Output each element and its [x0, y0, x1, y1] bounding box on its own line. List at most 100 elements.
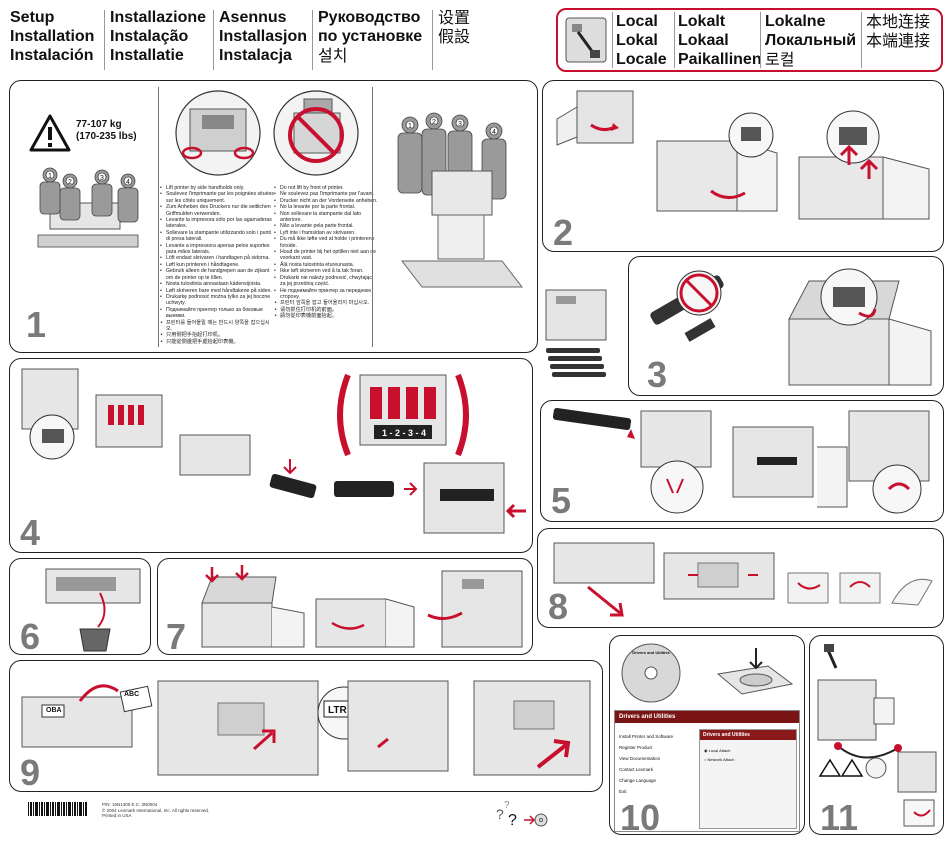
step-6-panel: 6 — [9, 558, 151, 655]
part-number: P/N: 15N1300 E.C. 3N0004 — [102, 802, 158, 807]
cd-title: Drivers and Utilities — [632, 650, 670, 655]
instruction-item: Поднимайте принтер только за боковые вые… — [160, 307, 274, 320]
cartridge-order-label: 1 - 2 - 3 - 4 — [378, 427, 431, 439]
instruction-item: Levante a impressora apenas pelos suport… — [160, 243, 274, 256]
paper-size-label-ltr: LTR — [328, 705, 347, 716]
step-9-panel: OBA ABC LTR 9 — [9, 660, 603, 792]
local-col-1: Local Lokal Locale — [616, 12, 667, 69]
menu-item-exit[interactable]: Exit — [619, 789, 627, 794]
header-title: 假設 — [438, 27, 471, 46]
instruction-item: 只用侧把手抬起打印机。 — [160, 332, 274, 339]
menu-item-documentation[interactable]: View Documentation — [619, 756, 661, 761]
instruction-item: Não a levante pela parte frontal. — [274, 223, 378, 230]
instruction-item: 프린터 앞쪽을 잡고 들어올리지 마십시오. — [274, 300, 378, 307]
open-front-door-illustration — [556, 90, 634, 146]
svg-text:3: 3 — [100, 175, 104, 182]
step-11-panel: 11 — [809, 635, 944, 835]
local-label: Lokalne — [765, 13, 826, 30]
install-photoconductor-illustration — [640, 410, 930, 514]
step-10-panel: Drivers and Utilities Drivers and Utilit… — [609, 635, 805, 835]
header-title: Asennus — [219, 9, 287, 26]
local-label: Local — [616, 13, 658, 30]
remove-packing-sheet-illustration — [45, 568, 141, 652]
svg-text:3: 3 — [458, 121, 462, 128]
warning-icon — [29, 114, 71, 152]
header-title: Instalação — [110, 28, 189, 45]
instruction-item: Gebruik alleen de handgrepen aan de zijk… — [160, 268, 274, 281]
header-title: Руководство — [318, 9, 421, 26]
header-title: Installatie — [110, 47, 184, 64]
no-touch-drum-icon — [650, 270, 724, 342]
instruction-item: Не поднимайте принтер за переднюю сторон… — [274, 288, 378, 301]
header-title: 설치 — [318, 46, 348, 65]
instruction-item: Sollevare la stampante utilizzando solo … — [160, 230, 274, 243]
local-label: Lokaal — [678, 32, 729, 49]
header-title: Setup — [10, 9, 55, 26]
step-number: 10 — [620, 797, 661, 835]
instruction-item: Lift printer by side handholds only. — [160, 185, 274, 192]
header-title: Installazione — [110, 9, 207, 26]
weight-lbs: (170-235 lbs) — [76, 131, 137, 142]
dialog-title: Drivers and Utilities — [700, 730, 796, 740]
step-number: 1 — [26, 304, 47, 345]
open-top-cover-illustration — [788, 268, 932, 386]
instruction-item: 請勿從印表機前面抬起。 — [274, 313, 378, 320]
instruction-item: 프린터를 들어올릴 때는 반드시 양쪽을 잡으십시오. — [160, 320, 274, 333]
printed-in: Printed in USA — [102, 813, 132, 818]
window-title: Drivers and Utilities — [615, 711, 799, 723]
header-title: Installation — [10, 28, 95, 45]
instruction-item: Löft endast skrivaren i handtagen på sid… — [160, 255, 274, 262]
step-number: 11 — [820, 797, 859, 835]
step-3-panel: 3 — [628, 256, 944, 396]
installer-dialog: Drivers and Utilities ◉ Local Attach ○ N… — [699, 729, 797, 829]
step-1-panel: 77-107 kg (170-235 lbs) 1 2 3 4 2 1 — [9, 80, 538, 353]
close-covers-illustration — [201, 565, 523, 648]
header-col-3: Asennus Installasjon Instalacja — [219, 8, 307, 65]
divider — [312, 10, 313, 70]
connect-usb-cable-illustration — [817, 644, 937, 827]
step-5-panel: 5 — [540, 400, 944, 522]
option-network-attach[interactable]: ○ Network Attach — [704, 757, 735, 762]
header-col-2: Installazione Instalação Installatie — [110, 8, 206, 65]
menu-item-contact[interactable]: Contact Lexmark — [619, 767, 654, 772]
step-number: 7 — [166, 616, 187, 655]
copyright: © 2004 Lexmark International, Inc. All r… — [102, 807, 210, 813]
local-label: Paikallinen — [678, 51, 762, 68]
step-4-panel: 1 - 2 - 3 - 4 4 — [9, 358, 533, 553]
photoconductor-unit-illustration — [552, 408, 635, 439]
step-number: 8 — [548, 586, 569, 627]
instruction-item: Ikke løft skriveren ved å ta tak foran. — [274, 268, 378, 275]
insert-cd-illustration — [716, 648, 794, 695]
installer-menu: Install Printer and Software Register Pr… — [619, 731, 697, 797]
barcode — [28, 802, 87, 816]
printer-and-cartridges-illustration — [545, 289, 607, 377]
svg-text:4: 4 — [126, 179, 130, 186]
step-8-panel: 8 — [537, 528, 944, 628]
remove-cartridges-illustration — [21, 368, 163, 460]
instruction-item: 只能從側邊把手處抬起印表機。 — [160, 339, 274, 346]
instruction-item: Drukarkę podnosić można tylko za jej boc… — [160, 294, 274, 307]
installer-window: Drivers and Utilities Install Printer an… — [614, 710, 800, 832]
local-col-2: Lokalt Lokaal Paikallinen — [678, 12, 762, 69]
local-label: 本端連接 — [866, 31, 931, 50]
local-label: Lokalt — [678, 13, 726, 30]
local-label: 本地连接 — [866, 12, 931, 31]
menu-item-register[interactable]: Register Product — [619, 745, 653, 750]
step-7-panel: 7 — [157, 558, 533, 655]
instruction-item: Soulevez l'imprimante par les poignées s… — [160, 191, 274, 204]
header-title: Instalacja — [219, 47, 292, 64]
cd-help-icon — [524, 813, 548, 827]
paper-label-abc: ABC — [124, 691, 140, 698]
step-number: 2 — [553, 212, 574, 252]
option-local-attach[interactable]: ◉ Local Attach — [704, 748, 731, 753]
menu-item-install[interactable]: Install Printer and Software — [619, 734, 674, 739]
instruction-item: Du må ikke løfte ved at holde i printere… — [274, 236, 378, 249]
divider — [104, 10, 105, 70]
header-col-1: Setup Installation Instalación — [10, 8, 94, 65]
instruction-item: Drukarki nie należy podnosić, chwytając … — [274, 275, 378, 288]
instruction-item: Drucker nicht an der Vorderseite anheben… — [274, 198, 378, 205]
step-number: 6 — [20, 616, 41, 655]
svg-text:4: 4 — [492, 129, 496, 136]
instruction-item: Ne soulevez pas l'imprimante par l'avant… — [274, 191, 378, 198]
menu-item-language[interactable]: Change Language — [619, 778, 657, 783]
